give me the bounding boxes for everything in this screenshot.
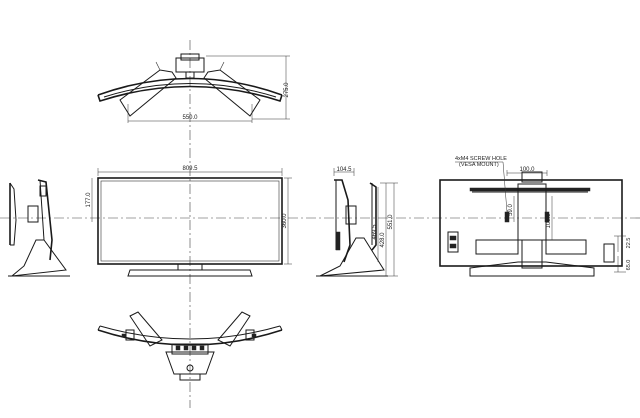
dim-back-small-2: 65.0: [626, 260, 632, 271]
note-screw-line2: (VESA MOUNT): [459, 162, 499, 168]
front-view: [97, 177, 283, 277]
center-lines: [0, 40, 640, 408]
dim-back-small-1: 22.5: [626, 238, 632, 249]
dim-side-h2: 428.0: [380, 232, 386, 248]
right-side-view: [316, 179, 388, 277]
bottom-view: [97, 311, 283, 381]
dim-side-h1: 469.5: [372, 224, 378, 240]
back-view-dims: 4xM4 SCREW HOLE (VESA MOUNT) 100.0 59.0 …: [455, 156, 632, 273]
top-view-dims: 275.0 550.0: [127, 55, 290, 123]
note-screw-line1: 4xM4 SCREW HOLE: [455, 156, 507, 162]
dim-front-right-height: 360.0: [282, 213, 288, 229]
dim-front-width: 809.5: [182, 166, 198, 172]
dim-side-h3: 551.0: [388, 214, 394, 230]
front-view-dims: 809.5 177.0 360.0: [86, 166, 292, 265]
dim-front-screen-height: 177.0: [86, 192, 92, 208]
back-view: [439, 171, 623, 277]
right-side-view-dims: 104.5 469.5 428.0 551.0: [333, 167, 398, 277]
dim-back-v1: 59.0: [508, 204, 514, 216]
left-side-view: [8, 179, 70, 277]
dim-vesa-spacing: 100.0: [519, 167, 535, 173]
dim-back-v2: 100.0: [546, 213, 552, 229]
dim-side-depth: 104.5: [336, 167, 352, 173]
top-view: [97, 53, 283, 117]
dim-top-depth: 275.0: [284, 82, 290, 98]
dim-top-width: 550.0: [182, 115, 198, 121]
